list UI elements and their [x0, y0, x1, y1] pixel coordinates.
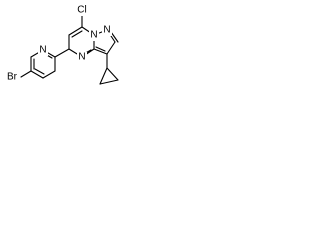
- cyclopropyl-group: [99, 53, 119, 85]
- chlorine-atom-label: Cl: [77, 5, 86, 16]
- bond: [99, 67, 108, 85]
- molecule-structure: Cl N Br N N N: [4, 5, 119, 85]
- bond: [54, 48, 70, 58]
- bond: [93, 48, 108, 55]
- bond: [30, 70, 44, 79]
- pyrazole-nitrogen-label: N: [103, 25, 110, 36]
- bond: [106, 67, 119, 81]
- pyrimidine-nitrogen-label: N: [78, 52, 85, 63]
- bridgehead-nitrogen-label: N: [90, 30, 97, 41]
- bond: [68, 26, 83, 36]
- double-bond: [34, 68, 45, 75]
- bond: [99, 79, 119, 85]
- bond: [20, 70, 32, 78]
- bromine-atom-label: Br: [7, 72, 18, 83]
- double-bond: [110, 31, 119, 43]
- bond: [106, 41, 116, 55]
- double-bond: [71, 30, 83, 38]
- bond: [42, 70, 56, 79]
- pyridine-nitrogen-label: N: [39, 45, 46, 56]
- double-bond: [95, 46, 106, 52]
- atom-labels: Cl N Br N N N: [4, 5, 112, 83]
